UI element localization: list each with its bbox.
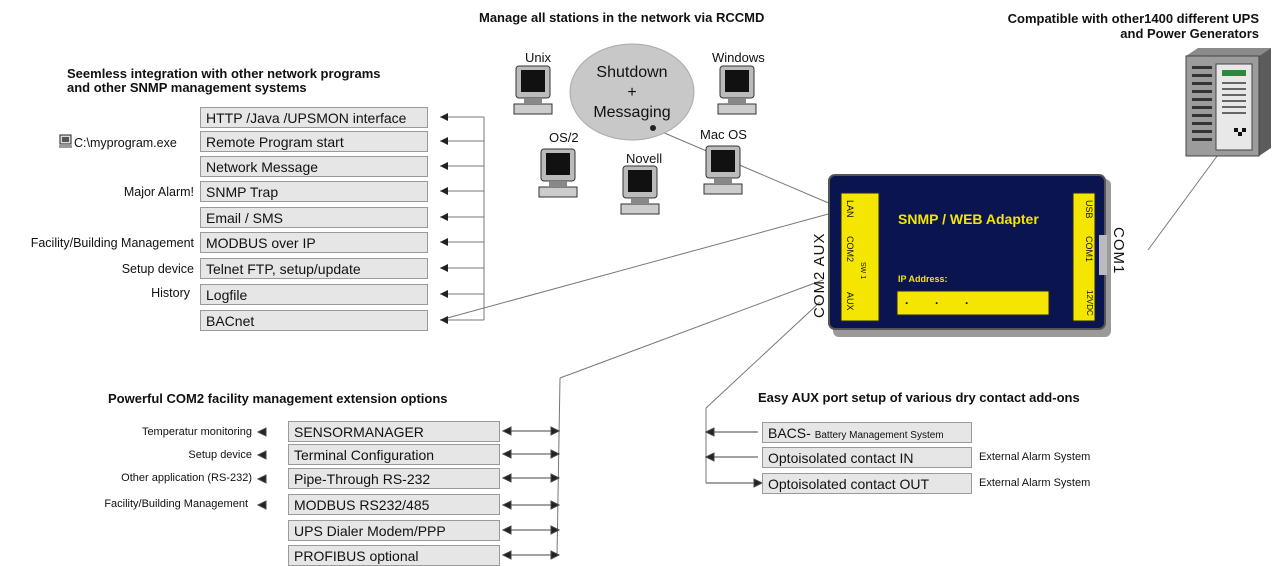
integration-box-network-message: Network Message — [200, 156, 428, 177]
com2-box-pipe-through: Pipe-Through RS-232 — [288, 468, 500, 489]
snmp-adapter-device — [828, 174, 1111, 337]
label-history: History — [151, 286, 190, 300]
computer-macos-icon — [703, 145, 743, 195]
adapter-ip-value: . . . — [905, 293, 969, 307]
adapter-left-aux: AUX — [845, 292, 855, 311]
ups-cabinet-icon — [1185, 48, 1271, 157]
cloud-line-1: Shutdown — [596, 64, 668, 81]
label-setup-device: Setup device — [121, 262, 194, 276]
integration-box-http: HTTP /Java /UPSMON interface — [200, 107, 428, 128]
label-myprogram: C:\myprogram.exe — [74, 136, 177, 150]
aux-bacs-main: BACS- — [768, 425, 811, 441]
small-computer-icon — [59, 134, 72, 148]
com2-label-temperatur: Temperatur monitoring — [141, 426, 252, 438]
os-label-macos: Mac OS — [700, 127, 747, 142]
port-label-com2-aux: COM2 AUX — [811, 232, 828, 318]
rccmd-cloud — [569, 43, 695, 141]
com2-box-terminal-config: Terminal Configuration — [288, 444, 500, 465]
label-facility-building: Facility/Building Management — [30, 236, 194, 250]
os-label-windows: Windows — [712, 50, 765, 65]
compatible-title-line2: and Power Generators — [1120, 26, 1259, 41]
integration-box-modbus-ip: MODBUS over IP — [200, 232, 428, 253]
computer-unix-icon — [513, 65, 553, 115]
adapter-left-com2: COM2 — [845, 236, 855, 263]
com2-arrows — [256, 426, 561, 560]
integration-box-remote-program: Remote Program start — [200, 131, 428, 152]
aux-box-bacs: BACS- Battery Management System — [762, 422, 972, 443]
integration-box-logfile: Logfile — [200, 284, 428, 305]
aux-options-title: Easy AUX port setup of various dry conta… — [758, 390, 1080, 405]
integration-title-line1: Seemless integration with other network … — [67, 66, 381, 81]
aux-box-contact-out: Optoisolated contact OUT — [762, 473, 972, 494]
integration-box-telnet: Telnet FTP, setup/update — [200, 258, 428, 279]
com2-label-facility: Facility/Building Management — [104, 498, 248, 510]
cloud-text: Shutdown + Messaging — [582, 63, 682, 123]
adapter-right-power: 12VDC — [1085, 290, 1094, 316]
com2-box-profibus: PROFIBUS optional — [288, 545, 500, 566]
computer-windows-icon — [717, 65, 757, 115]
os-label-unix: Unix — [525, 50, 552, 65]
adapter-ip-label: IP Address: — [898, 274, 948, 284]
com2-box-ups-dialer: UPS Dialer Modem/PPP — [288, 520, 500, 541]
integration-arrowheads — [440, 113, 448, 324]
integration-box-bacnet: BACnet — [200, 310, 428, 331]
adapter-left-sw: SW 1 — [859, 262, 866, 280]
com2-label-other-app: Other application (RS-232) — [121, 472, 252, 484]
aux-box-contact-in: Optoisolated contact IN — [762, 447, 972, 468]
rccmd-title: Manage all stations in the network via R… — [479, 10, 765, 25]
port-label-com1: COM1 — [1110, 227, 1127, 275]
label-major-alarm: Major Alarm! — [123, 185, 194, 199]
adapter-left-lan: LAN — [845, 200, 855, 218]
aux-arrows — [704, 427, 764, 488]
com2-box-sensormanager: SENSORMANAGER — [288, 421, 500, 442]
aux-label-out: External Alarm System — [979, 477, 1091, 489]
compatible-title-line1: Compatible with other1400 different UPS — [1007, 11, 1259, 26]
cloud-line-2: + — [627, 84, 637, 101]
com2-label-setup: Setup device — [188, 449, 252, 461]
os-label-novell: Novell — [626, 151, 663, 166]
integration-connectors — [439, 116, 1224, 557]
adapter-right-com1: COM1 — [1084, 236, 1094, 263]
os-label-os2: OS/2 — [549, 130, 579, 145]
adapter-title: SNMP / WEB Adapter — [898, 211, 1039, 227]
com2-box-modbus-rs232: MODBUS RS232/485 — [288, 494, 500, 515]
aux-bacs-sub: Battery Management System — [814, 430, 944, 441]
integration-box-email-sms: Email / SMS — [200, 207, 428, 228]
aux-label-in: External Alarm System — [979, 451, 1091, 463]
adapter-right-usb: USB — [1084, 200, 1094, 219]
com2-options-title: Powerful COM2 facility management extens… — [108, 391, 448, 406]
integration-title-line2: and other SNMP management systems — [67, 80, 307, 95]
cloud-line-3: Messaging — [593, 104, 671, 121]
computer-os2-icon — [538, 148, 578, 198]
computer-novell-icon — [620, 165, 660, 215]
integration-box-snmp-trap: SNMP Trap — [200, 181, 428, 202]
